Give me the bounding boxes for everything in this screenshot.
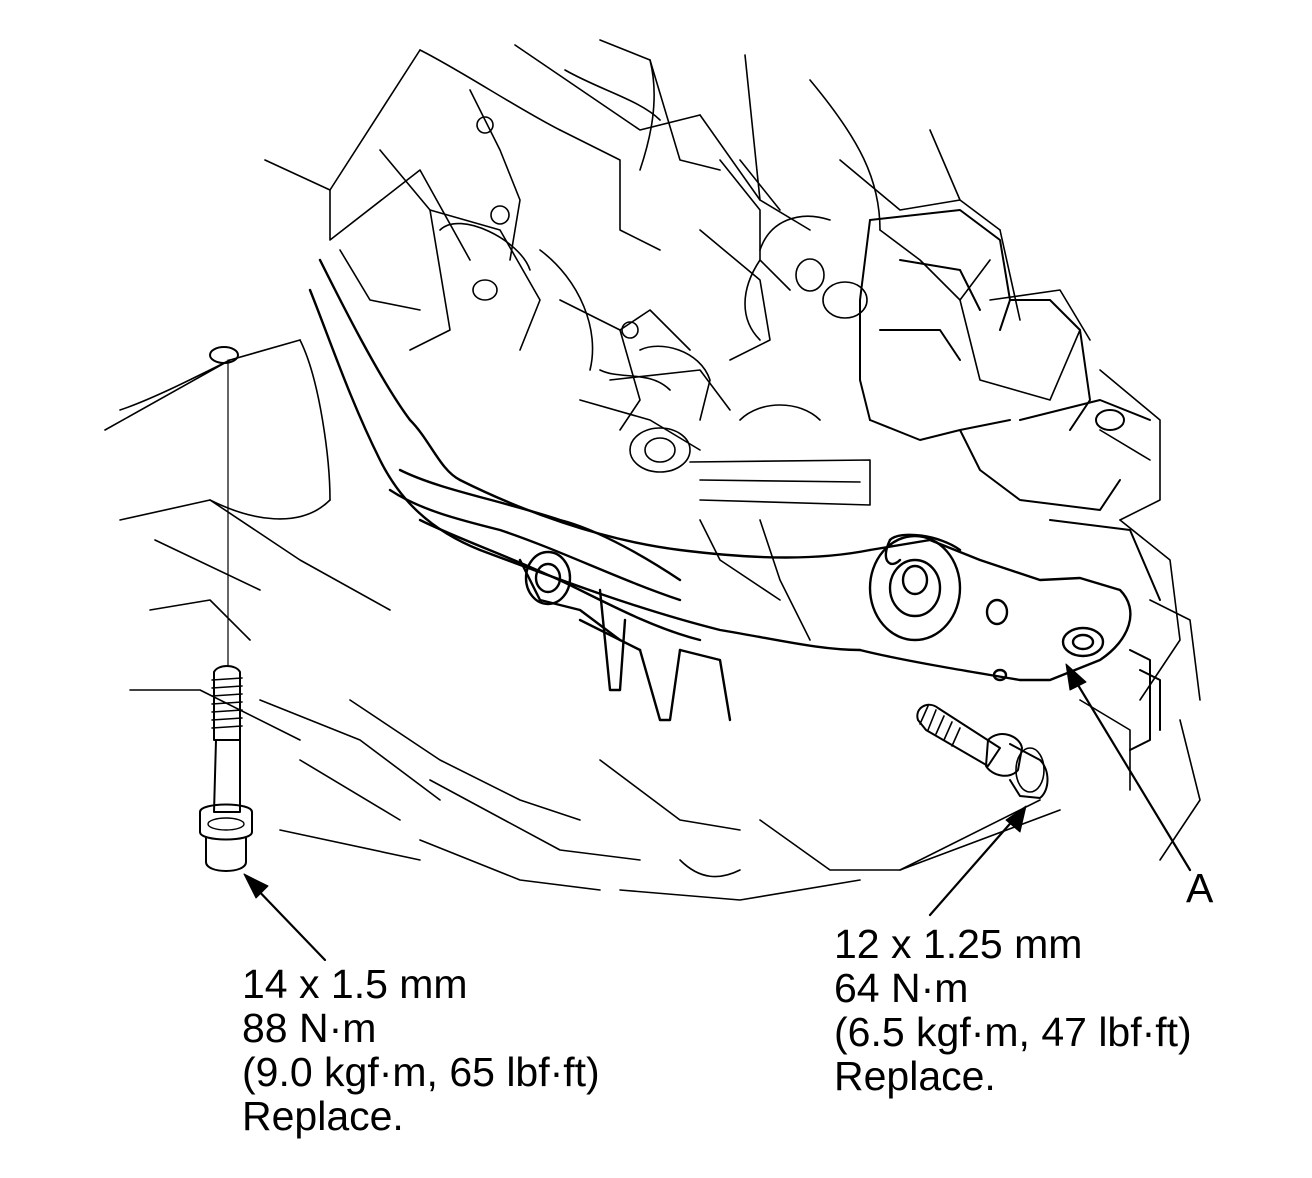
arrowheads <box>243 663 1087 899</box>
background-body-lines <box>264 39 1201 861</box>
knuckle-housing <box>859 209 1161 751</box>
left-bolt-note: Replace. <box>242 1093 404 1139</box>
right-bolt-callout: 12 x 1.25 mm 64 N·m (6.5 kgf·m, 47 lbf·f… <box>834 922 1192 1098</box>
left-bolt-torque-alt: (9.0 kgf·m, 65 lbf·ft) <box>242 1049 600 1095</box>
right-bolt-torque: 64 N·m <box>834 965 969 1011</box>
right-bolt-size: 12 x 1.25 mm <box>834 921 1083 967</box>
lower-control-arm <box>308 258 1132 722</box>
left-bolt-callout: 14 x 1.5 mm 88 N·m (9.0 kgf·m, 65 lbf·ft… <box>242 962 600 1138</box>
right-bolt-drawing <box>916 703 1049 799</box>
floor-panel-lines <box>104 339 1061 901</box>
left-bolt-drawing <box>199 346 253 872</box>
engine-details <box>439 116 871 641</box>
part-label-a: A <box>1186 865 1214 911</box>
right-bolt-note: Replace. <box>834 1053 996 1099</box>
left-bolt-size: 14 x 1.5 mm <box>242 961 468 1007</box>
pointer-arrows <box>250 678 1192 962</box>
right-bolt-torque-alt: (6.5 kgf·m, 47 lbf·ft) <box>834 1009 1192 1055</box>
left-bolt-torque: 88 N·m <box>242 1005 377 1051</box>
